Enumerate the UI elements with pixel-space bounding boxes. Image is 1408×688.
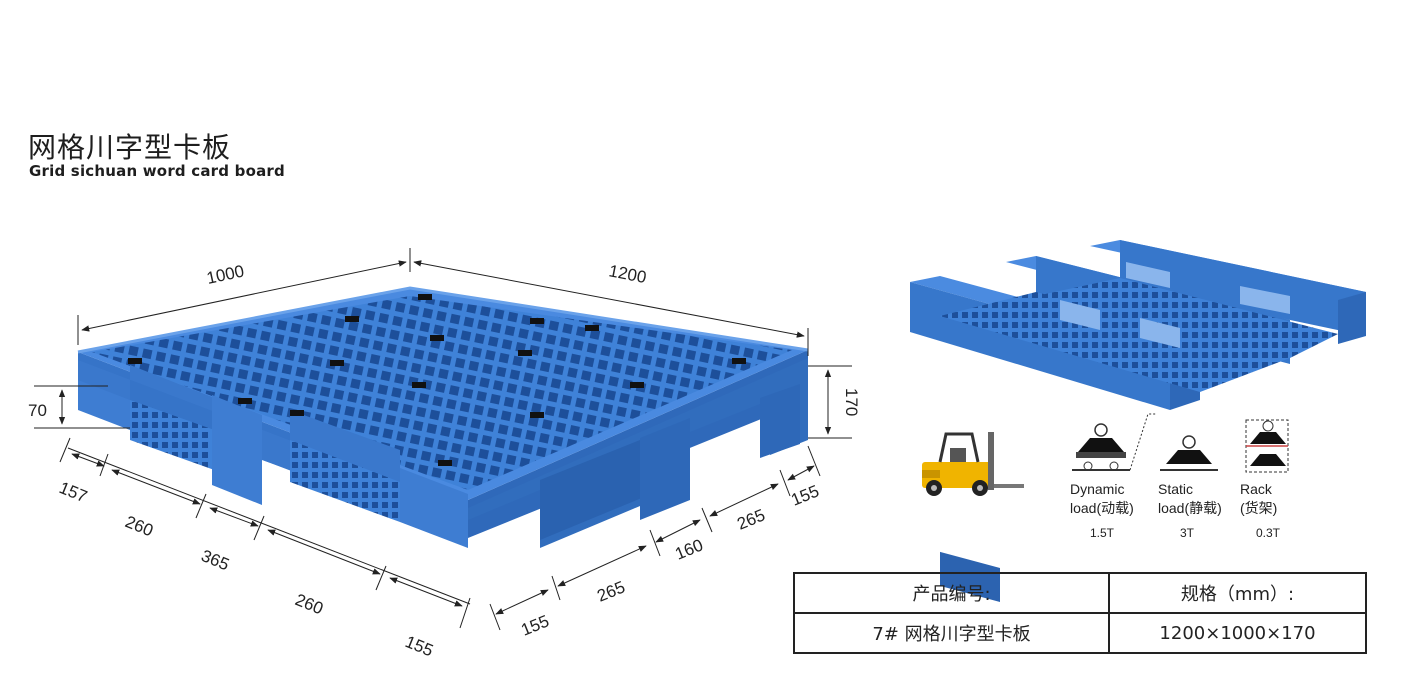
load-static-sub: load(静载) xyxy=(1158,500,1222,516)
load-static-name: Static xyxy=(1158,481,1194,497)
dim-left-5: 155 xyxy=(403,632,436,660)
dynamic-load-icon xyxy=(1072,413,1156,471)
dim-left-2: 260 xyxy=(123,512,156,540)
load-dynamic: Dynamic load(动载) xyxy=(1070,480,1134,518)
dim-entry-height: 70 xyxy=(28,401,47,420)
header-product-number: 产品编号: xyxy=(793,572,1110,614)
forklift-icon xyxy=(922,432,1024,496)
table-row: 7# 网格川字型卡板 1200×1000×170 xyxy=(793,612,1367,654)
dim-left-3: 365 xyxy=(199,546,232,574)
spec-table: 产品编号: 规格（mm）: 7# 网格川字型卡板 1200×1000×170 xyxy=(793,572,1367,654)
product-title-cn: 网格川字型卡板 xyxy=(28,131,232,164)
dim-left-4: 260 xyxy=(293,590,326,618)
dim-length: 1200 xyxy=(607,261,648,287)
main-pallet xyxy=(77,286,809,548)
static-load-icon xyxy=(1160,435,1218,471)
product-title-en: Grid sichuan word card board xyxy=(29,162,285,180)
dim-right-1: 155 xyxy=(518,611,551,639)
load-dynamic-value: 1.5T xyxy=(1090,526,1115,540)
dim-left-1: 157 xyxy=(57,478,90,506)
dim-right-4: 265 xyxy=(734,505,767,533)
bottom-view-pallet xyxy=(910,240,1366,602)
load-rack-sub: (货架) xyxy=(1240,500,1278,516)
dim-width: 1000 xyxy=(205,261,246,287)
dim-right-5: 155 xyxy=(788,481,821,509)
load-dynamic-sub: load(动载) xyxy=(1070,500,1134,516)
load-rack-name: Rack xyxy=(1240,481,1272,497)
rack-load-icon xyxy=(1245,419,1289,473)
header-specification: 规格（mm）: xyxy=(1108,572,1367,614)
load-rack: Rack (货架) xyxy=(1240,480,1277,518)
dim-right-3: 160 xyxy=(672,535,705,563)
dim-right-2: 265 xyxy=(594,577,627,605)
load-dynamic-name: Dynamic xyxy=(1070,481,1125,497)
table-header-row: 产品编号: 规格（mm）: xyxy=(793,572,1367,614)
dimension-lines xyxy=(34,248,852,631)
dim-total-height: 170 xyxy=(842,388,861,416)
load-static-value: 3T xyxy=(1180,526,1195,540)
cell-product-name: 7# 网格川字型卡板 xyxy=(793,612,1110,654)
load-static: Static load(静载) xyxy=(1158,480,1222,518)
cell-specification: 1200×1000×170 xyxy=(1108,612,1367,654)
load-rack-value: 0.3T xyxy=(1256,526,1281,540)
